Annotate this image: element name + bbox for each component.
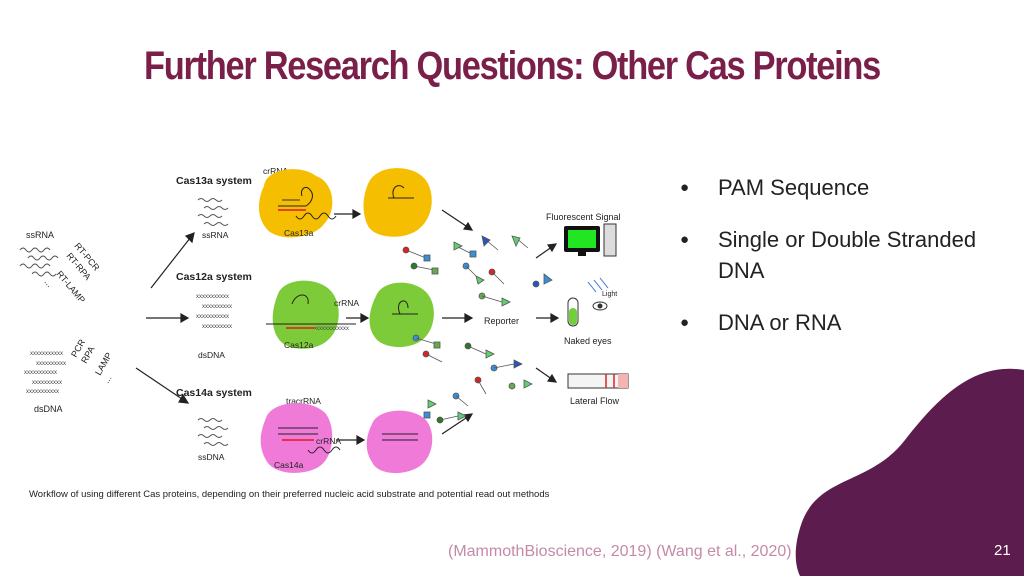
input-ssrna-strands [19, 247, 59, 277]
cas14a-guide2-label: crRNA [316, 436, 341, 446]
cas14a-guide-label: tracrRNA [286, 396, 321, 406]
svg-text:xxxxxxxxxxx: xxxxxxxxxxx [196, 314, 229, 320]
cas14a-arrow [336, 434, 366, 446]
reporter-label: Reporter [484, 316, 519, 326]
cas14a-input-strands [197, 418, 229, 446]
page-number: 21 [994, 542, 1011, 559]
svg-text:xxxxxxxxxx: xxxxxxxxxx [32, 380, 62, 386]
citation-footer: (MammothBioscience, 2019) (Wang et al., … [448, 543, 792, 560]
cas14a-protein-shape [260, 403, 333, 473]
cas14a-guides [278, 427, 318, 435]
bullet-item: PAM Sequence [680, 172, 1020, 203]
lateral-flow-strip-icon [567, 373, 629, 389]
reporter-arrows [441, 209, 474, 435]
cas13a-system-label: Cas13a system [176, 175, 252, 187]
cas13a-input-strands [197, 198, 229, 226]
cas12a-arrow [346, 312, 370, 324]
readout-naked-eyes-label: Naked eyes [564, 336, 612, 346]
figure-caption: Workflow of using different Cas proteins… [29, 489, 550, 500]
cas13a-protein-label: Cas13a [284, 228, 314, 238]
cas13a-guide-label: crRNA [263, 166, 288, 176]
cas14a-substrate-label: ssDNA [198, 452, 225, 462]
svg-text:xxxxxxxxxxx: xxxxxxxxxxx [24, 370, 57, 376]
cas12a-protein-label: Cas12a [284, 340, 314, 350]
readout-light-label: Light [602, 291, 617, 298]
readout-lateral-flow-label: Lateral Flow [570, 396, 620, 406]
input-dsdna-strands: xxxxxxxxxxx xxxxxxxxxx xxxxxxxxxxx xxxxx… [24, 351, 66, 395]
cas13a-active-guide [388, 185, 414, 199]
test-tube-icon [567, 297, 579, 327]
monitor-icon [564, 223, 617, 257]
amp-lamp: LAMP [93, 351, 114, 377]
cas12a-input-strands: xxxxxxxxxxx xxxxxxxxxx xxxxxxxxxxx xxxxx… [196, 294, 232, 330]
amp-ellipsis-bottom: ... [101, 373, 113, 385]
cas14a-active-guide [382, 433, 418, 441]
bullet-item: Single or Double Stranded DNA [680, 224, 1020, 286]
cas13a-arrow [334, 208, 362, 220]
cas13a-substrate-label: ssRNA [202, 230, 229, 240]
svg-text:xxxxxxxxxx: xxxxxxxxxx [36, 361, 66, 367]
bullet-item: DNA or RNA [680, 307, 1020, 338]
cas12a-system-label: Cas12a system [176, 271, 252, 283]
branch-arrows [135, 232, 195, 404]
input-ssrna-label: ssRNA [26, 230, 54, 240]
cas12a-dsdna-tail: xxxxxxxxxxx [316, 326, 349, 332]
cas14a-system-label: Cas14a system [176, 387, 252, 399]
svg-text:xxxxxxxxxxx: xxxxxxxxxxx [26, 389, 59, 395]
cas13a-target-rna [295, 212, 337, 220]
svg-text:xxxxxxxxxx: xxxxxxxxxx [202, 304, 232, 310]
amplification-top: RT-PCR RT-RPA RT-LAMP ... [42, 241, 101, 305]
amp-ellipsis-top: ... [42, 277, 54, 289]
cas12a-active-shape [369, 282, 434, 348]
slide-title: Further Research Questions: Other Cas Pr… [144, 44, 881, 88]
cas14a-target-dna [307, 446, 341, 454]
cas12a-guide-loop [291, 294, 309, 305]
cas14a-active-shape [366, 410, 433, 474]
bullet-list: PAM Sequence Single or Double Stranded D… [680, 172, 1020, 359]
cas12a-active-guide [392, 300, 418, 315]
cas14a-protein-label: Cas14a [274, 460, 304, 470]
svg-text:xxxxxxxxxxx: xxxxxxxxxxx [30, 351, 63, 357]
svg-text:xxxxxxxxxxx: xxxxxxxxxxx [196, 294, 229, 300]
cas13a-protein-shape [259, 169, 333, 238]
light-rays-icon [587, 277, 609, 293]
eye-icon [592, 301, 608, 311]
cas13a-crrna [278, 187, 313, 207]
amplification-bottom: PCR RPA LAMP ... [69, 337, 114, 385]
input-dsdna-label: dsDNA [34, 404, 63, 414]
svg-text:xxxxxxxxxx: xxxxxxxxxx [202, 324, 232, 330]
reporter-molecules [402, 235, 553, 424]
readout-arrows [535, 243, 560, 383]
cas12a-substrate-label: dsDNA [198, 350, 225, 360]
cas12a-protein-shape [272, 280, 339, 349]
cas-workflow-diagram: ssRNA RT-PCR RT-RPA RT-LAMP ... xxxxxxxx… [19, 166, 629, 474]
cas12a-guide-label: crRNA [334, 298, 359, 308]
readout-fluorescent-label: Fluorescent Signal [546, 212, 621, 222]
cas13a-active-shape [363, 168, 432, 237]
